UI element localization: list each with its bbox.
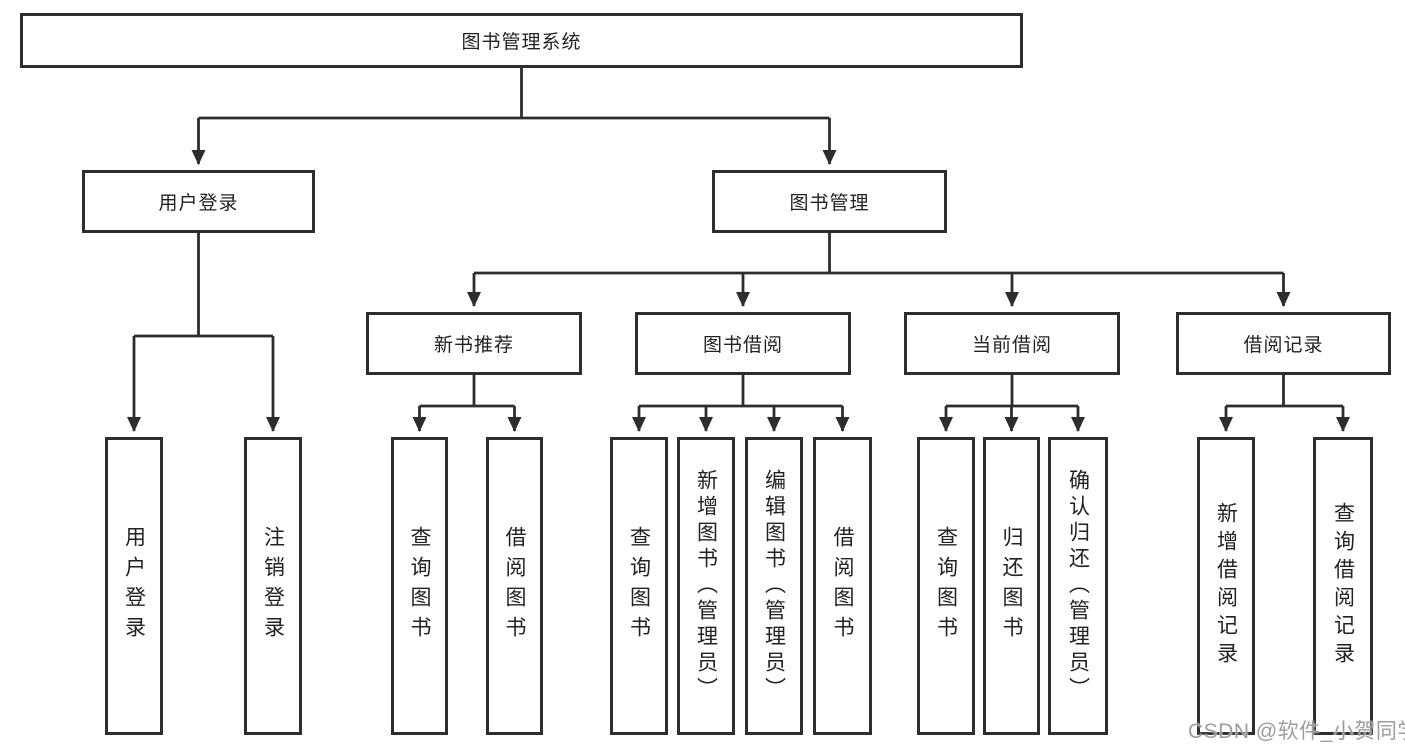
node-current-borrow-label: 当前借阅 — [971, 335, 1052, 356]
leaf-logout-label: 注销登录 — [261, 526, 285, 646]
leaf-nb-query-books-label: 查询图书 — [408, 526, 431, 646]
leaf-cb-return-books-label: 归还图书 — [1000, 526, 1023, 646]
node-new-book-rec: 新书推荐 — [366, 312, 582, 375]
leaf-bb-borrow-books: 借阅图书 — [813, 437, 872, 735]
leaf-cb-confirm-return-admin-label: 确认归还（管理员） — [1066, 469, 1090, 703]
leaf-cb-query-books: 查询图书 — [917, 437, 975, 735]
leaf-cb-return-books: 归还图书 — [983, 437, 1040, 735]
node-book-borrow-label: 图书借阅 — [702, 335, 783, 356]
leaf-br-add-record: 新增借阅记录 — [1197, 437, 1255, 735]
leaf-nb-borrow-books-label: 借阅图书 — [503, 526, 526, 646]
node-root: 图书管理系统 — [20, 13, 1023, 68]
leaf-nb-query-books: 查询图书 — [391, 437, 448, 735]
leaf-bb-add-books-admin-label: 新增图书（管理员） — [694, 469, 718, 703]
node-borrow-records: 借阅记录 — [1176, 312, 1391, 375]
leaf-user-login: 用户登录 — [105, 437, 163, 735]
leaf-cb-confirm-return-admin: 确认归还（管理员） — [1048, 437, 1108, 735]
node-user-login: 用户登录 — [82, 170, 315, 233]
leaf-bb-borrow-books-label: 借阅图书 — [831, 526, 854, 646]
node-book-mgmt-label: 图书管理 — [789, 193, 870, 214]
node-user-login-label: 用户登录 — [158, 193, 239, 214]
leaf-bb-add-books-admin: 新增图书（管理员） — [677, 437, 735, 735]
leaf-user-login-label: 用户登录 — [122, 526, 146, 646]
leaf-bb-query-books-label: 查询图书 — [627, 526, 651, 646]
node-current-borrow: 当前借阅 — [904, 312, 1120, 375]
leaf-br-query-record-label: 查询借阅记录 — [1331, 502, 1355, 670]
node-new-book-rec-label: 新书推荐 — [433, 335, 514, 356]
node-book-borrow: 图书借阅 — [635, 312, 851, 375]
leaf-bb-edit-books-admin-label: 编辑图书（管理员） — [762, 469, 786, 703]
leaf-nb-borrow-books: 借阅图书 — [486, 437, 543, 735]
leaf-br-query-record: 查询借阅记录 — [1313, 437, 1373, 735]
leaf-bb-edit-books-admin: 编辑图书（管理员） — [745, 437, 803, 735]
node-book-mgmt: 图书管理 — [712, 170, 947, 233]
leaf-br-add-record-label: 新增借阅记录 — [1214, 502, 1238, 670]
leaf-logout: 注销登录 — [244, 437, 302, 735]
node-root-label: 图书管理系统 — [461, 32, 582, 53]
leaf-bb-query-books: 查询图书 — [610, 437, 668, 735]
node-borrow-records-label: 借阅记录 — [1243, 335, 1324, 356]
leaf-cb-query-books-label: 查询图书 — [934, 526, 958, 646]
csdn-watermark: CSDN @软件_小贺同学 — [1188, 720, 1405, 743]
